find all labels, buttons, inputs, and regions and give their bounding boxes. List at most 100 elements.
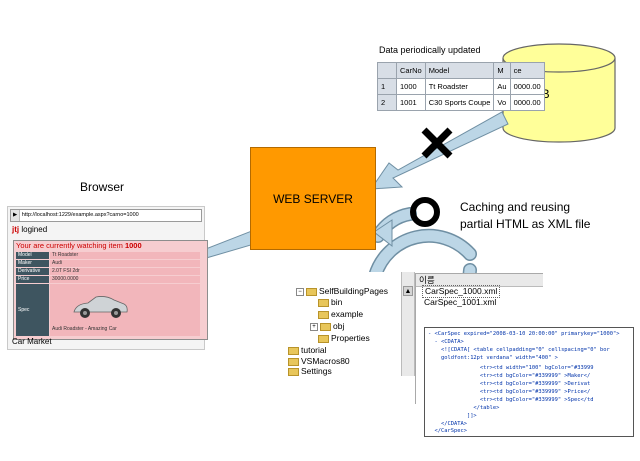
tree-item-label: VSMacros80 [301, 356, 350, 366]
table-cell: C30 Sports Coupe [424, 94, 495, 111]
web-server-box: WEB SERVER [250, 147, 376, 250]
code-line: <tr><td width="100" bgColor="#33999 [428, 365, 594, 371]
folder-icon [288, 357, 299, 366]
cache-label-line1: Caching and reusing [460, 200, 571, 214]
code-line: ]]> [428, 413, 477, 419]
spec-key: Model [16, 252, 49, 259]
scroll-up-icon[interactable]: ▲ [403, 286, 413, 296]
table-cell: 1001 [396, 94, 426, 111]
watching-heading: Your are currently watching item 1000 [14, 241, 207, 250]
table-header-cell: M [493, 62, 511, 79]
data-table: CarNo Model M ce 1 1000 Tt Roadster Au 0… [377, 62, 545, 111]
folder-icon [288, 346, 299, 355]
table-cell: 0000.00 [509, 78, 545, 95]
tree-item[interactable]: + obj [310, 321, 344, 332]
table-cell: 1 [377, 78, 397, 95]
folder-icon [320, 322, 331, 331]
table-header-cell [377, 62, 397, 79]
spec-value: Audi Roadster - Amazing Car [52, 326, 117, 332]
spec-row: Price 30000.0000 [16, 276, 206, 283]
cache-circle-icon [410, 197, 440, 227]
tree-item[interactable]: Properties [318, 333, 370, 344]
code-line: </CDATA> [428, 421, 467, 427]
table-cell: Au [493, 78, 511, 95]
browser-footer: Car Market [12, 337, 52, 346]
spec-value: 30000.0000 [50, 276, 200, 283]
table-cell: 2 [377, 94, 397, 111]
folder-icon [318, 334, 329, 343]
table-cell: Tt Roadster [424, 78, 495, 95]
xml-file-label: CarSpec_1001.xml [424, 297, 497, 307]
db-to-server-arrow [370, 111, 509, 190]
xml-list-header: 이름 [416, 274, 543, 287]
code-line: </table> [428, 405, 500, 411]
item-panel: Your are currently watching item 1000 Mo… [13, 240, 208, 340]
xml-file-item[interactable]: CarSpec_1001.xml [422, 297, 498, 308]
code-line: <tr><td bgColor="#339999" >Maker</ [428, 373, 591, 379]
spec-row: Derivative 2.0T FSI 2dr [16, 268, 206, 275]
user-name: jtj [12, 225, 20, 234]
tree-item[interactable]: bin [318, 297, 342, 308]
tree-item-label: Properties [331, 333, 370, 343]
address-bar[interactable]: ▶ http://localhost:1229/example.aspx?car… [10, 209, 202, 222]
tree-item[interactable]: tutorial [288, 345, 327, 356]
folder-icon [318, 298, 329, 307]
code-line: - <CDATA> [428, 339, 464, 345]
tree-item-label: tutorial [301, 345, 327, 355]
cache-label-line2: partial HTML as XML file [460, 217, 591, 231]
code-line: </CarSpec> [428, 428, 467, 434]
spec-image-cell: Audi Roadster - Amazing Car [50, 284, 200, 336]
folder-icon [306, 287, 317, 296]
xml-file-label: CarSpec_1000.xml [425, 286, 498, 296]
address-label: ▶ [11, 210, 21, 221]
code-line: - <CarSpec expired="2008-03-10 20:00:00"… [428, 331, 620, 337]
table-row: 1 1000 Tt Roadster Au 0000.00 [377, 78, 545, 95]
spec-row: Maker Audi [16, 260, 206, 267]
folder-icon [318, 310, 329, 319]
tree-item-label: SelfBuildingPages [319, 286, 388, 296]
cache-label: Caching and reusing partial HTML as XML … [460, 199, 590, 233]
table-header-cell: Model [424, 62, 495, 79]
table-row: 2 1001 C30 Sports Coupe Vo 0000.00 [377, 94, 545, 111]
logined-text: logined [21, 225, 48, 234]
spec-key: Maker [16, 260, 49, 267]
spec-value: Audi [50, 260, 200, 267]
xml-file-item[interactable]: CarSpec_1000.xml [422, 285, 501, 298]
spec-value: 2.0T FSI 2dr [50, 268, 200, 275]
explorer-scrollbar[interactable]: ▲ [401, 272, 415, 376]
code-line: goldfont:12pt verdana" width="400" > [428, 355, 558, 361]
db-caption: Data periodically updated [379, 45, 481, 55]
spec-value: Tt Roadster [50, 252, 200, 259]
tree-item[interactable]: Settings [288, 366, 332, 377]
code-line: <tr><td bgColor="#339999" >Price</ [428, 389, 591, 395]
code-line: <tr><td bgColor="#339999" >Derivat [428, 381, 591, 387]
tree-item-label: example [331, 309, 364, 319]
table-header-cell: CarNo [396, 62, 426, 79]
file-explorer: − SelfBuildingPages bin example + obj Prop… [288, 272, 392, 377]
table-cell: 0000.00 [509, 94, 545, 111]
code-line: <![CDATA[ <table cellpadding="0" cellspa… [428, 347, 610, 353]
expand-icon[interactable]: + [310, 322, 318, 331]
blocked-x-icon [421, 127, 453, 159]
collapse-icon[interactable]: − [296, 287, 304, 296]
spec-key: Derivative [16, 268, 49, 275]
browser-window: ▶ http://localhost:1229/example.aspx?car… [7, 206, 208, 350]
address-url: http://localhost:1229/example.aspx?carno… [21, 212, 139, 218]
watching-text: Your are currently watching item [16, 241, 123, 250]
car-icon [73, 296, 128, 318]
table-header-cell: ce [509, 62, 545, 79]
login-line: jtj logined [12, 225, 47, 234]
cycle-arrowhead-left [373, 219, 393, 248]
xml-code-view: - <CarSpec expired="2008-03-10 20:00:00"… [424, 327, 634, 437]
spec-key: Price [16, 276, 49, 283]
tree-item[interactable]: example [318, 309, 363, 320]
table-header-row: CarNo Model M ce [377, 62, 545, 79]
tree-item[interactable]: VSMacros80 [288, 356, 350, 367]
tree-item[interactable]: − SelfBuildingPages [296, 286, 388, 297]
browser-title: Browser [80, 180, 125, 194]
spec-row: Model Tt Roadster [16, 252, 206, 259]
table-cell: 1000 [396, 78, 426, 95]
tree-item-label: obj [333, 321, 345, 331]
tree-item-label: Settings [301, 366, 332, 376]
code-line: <tr><td bgColor="#339999" >Spec</td [428, 397, 594, 403]
